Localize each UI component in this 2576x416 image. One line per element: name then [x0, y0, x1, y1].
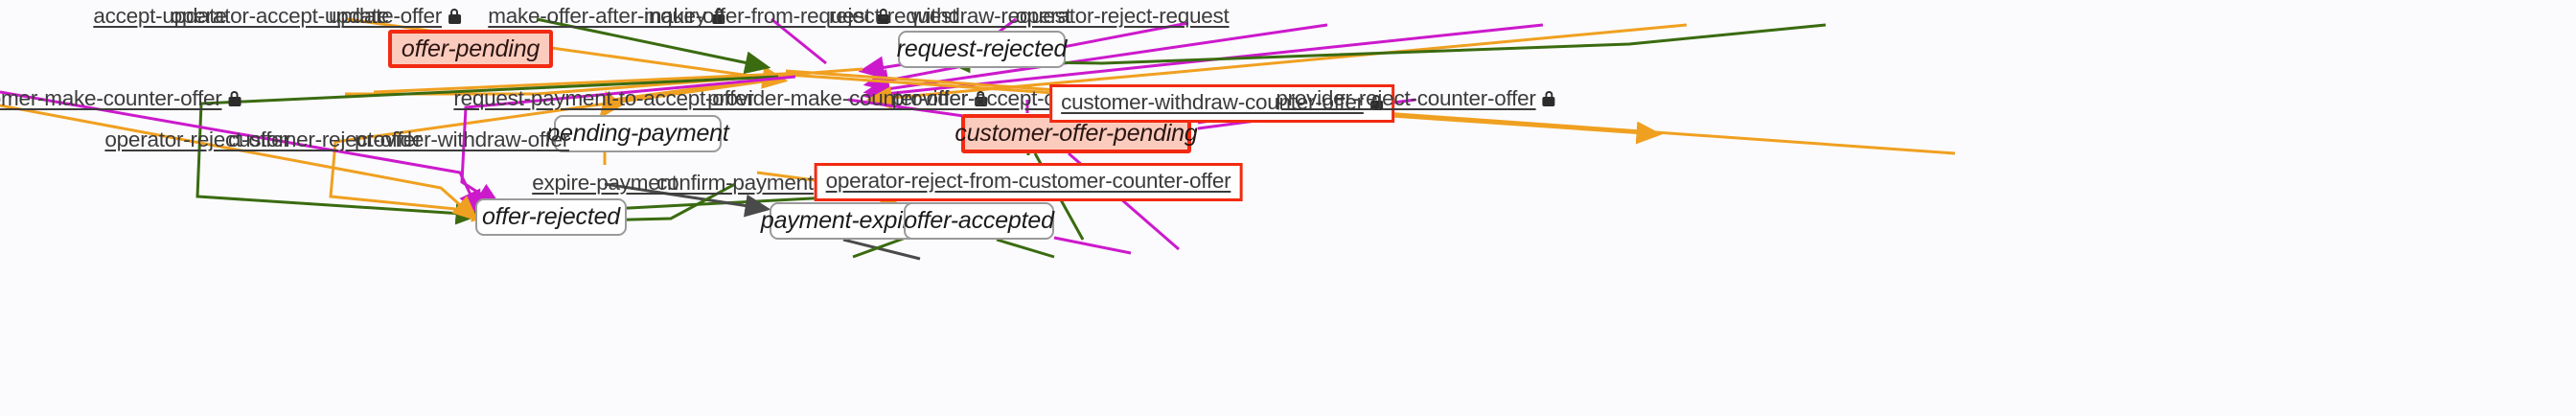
lock-icon: [712, 9, 725, 24]
transition-label-text: request-payment-to-accept-offer: [453, 86, 754, 110]
transition-label-operator-accept-update[interactable]: operator-accept-update: [170, 4, 390, 29]
transition-label-operator-reject-request[interactable]: operator-reject-request: [1015, 4, 1229, 29]
transition-label-text: provider-make-counter-offer: [707, 86, 968, 110]
transition-label-text: provider-reject-counter-offer: [1276, 86, 1536, 110]
transition-label-make-offer-after-inquiry[interactable]: make-offer-after-inquiry: [488, 4, 725, 29]
lock-icon: [448, 9, 461, 24]
lock-icon: [228, 91, 242, 106]
transition-label-text: accept-update: [93, 4, 227, 28]
transition-label-operator-reject-from-customer-counter-offer[interactable]: operator-reject-from-customer-counter-of…: [814, 163, 1243, 201]
transition-label-text: operator-reject-from-customer-counter-of…: [825, 169, 1231, 193]
transition-label-request-payment-to-accept-offer[interactable]: request-payment-to-accept-offer: [453, 86, 754, 111]
lock-icon: [1369, 95, 1383, 110]
lock-icon: [877, 9, 890, 24]
transition-label-text: provider-withdraw-offer: [355, 127, 569, 151]
transition-label-provider-make-counter-offer[interactable]: provider-make-counter-offer: [707, 86, 987, 111]
transition-label-confirm-payment[interactable]: confirm-payment: [656, 171, 814, 196]
state-node-request-rejected[interactable]: request-rejected: [897, 31, 1067, 68]
transition-label-operator-reject-offer[interactable]: operator-reject-offer: [104, 127, 289, 152]
transition-label-update-offer[interactable]: update-offer: [329, 4, 461, 29]
transition-label-text: operator-accept-update: [170, 4, 390, 28]
transition-label-text: confirm-payment: [656, 171, 814, 195]
transition-label-customer-reject-offer[interactable]: customer-reject-offer: [228, 127, 422, 152]
state-node-pending-payment[interactable]: pending-payment: [546, 115, 729, 152]
transition-label-provider-reject-counter-offer[interactable]: provider-reject-counter-offer: [1276, 86, 1555, 111]
transition-label-text: expire-payment: [532, 171, 678, 195]
transition-label-customer-withdraw-counter-offer[interactable]: customer-withdraw-counter-offer: [1049, 84, 1394, 123]
transition-label-expire-payment[interactable]: expire-payment: [532, 171, 678, 196]
transition-label-reject-request[interactable]: reject-request: [829, 4, 957, 29]
transition-label-text: make-offer-from-request: [643, 4, 871, 28]
lock-icon: [974, 91, 987, 106]
lock-icon: [1542, 91, 1555, 106]
transition-label-text: customer-withdraw-counter-offer: [1061, 90, 1364, 114]
transition-label-withdraw-request[interactable]: withdraw-request: [910, 4, 1071, 29]
transition-label-customer-make-counter-offer[interactable]: customer-make-counter-offer: [0, 86, 242, 111]
transition-label-text: customer-make-counter-offer: [0, 86, 222, 110]
transition-label-accept-update[interactable]: accept-update: [93, 4, 227, 29]
transition-label-text: make-offer-after-inquiry: [488, 4, 706, 28]
transition-label-text: update-offer: [329, 4, 442, 28]
state-node-offer-pending[interactable]: offer-pending: [388, 30, 553, 68]
transition-label-text: operator-reject-request: [1015, 4, 1230, 28]
transition-label-provider-withdraw-offer[interactable]: provider-withdraw-offer: [355, 127, 569, 152]
state-node-offer-rejected[interactable]: offer-rejected: [475, 198, 627, 236]
transition-label-text: withdraw-request: [910, 4, 1071, 28]
transition-label-make-offer-from-request[interactable]: make-offer-from-request: [643, 4, 890, 29]
transition-label-text: customer-reject-offer: [228, 127, 422, 151]
state-node-offer-accepted[interactable]: offer-accepted: [904, 202, 1054, 240]
transition-label-text: reject-request: [828, 4, 958, 28]
transition-label-text: operator-reject-offer: [104, 127, 290, 151]
